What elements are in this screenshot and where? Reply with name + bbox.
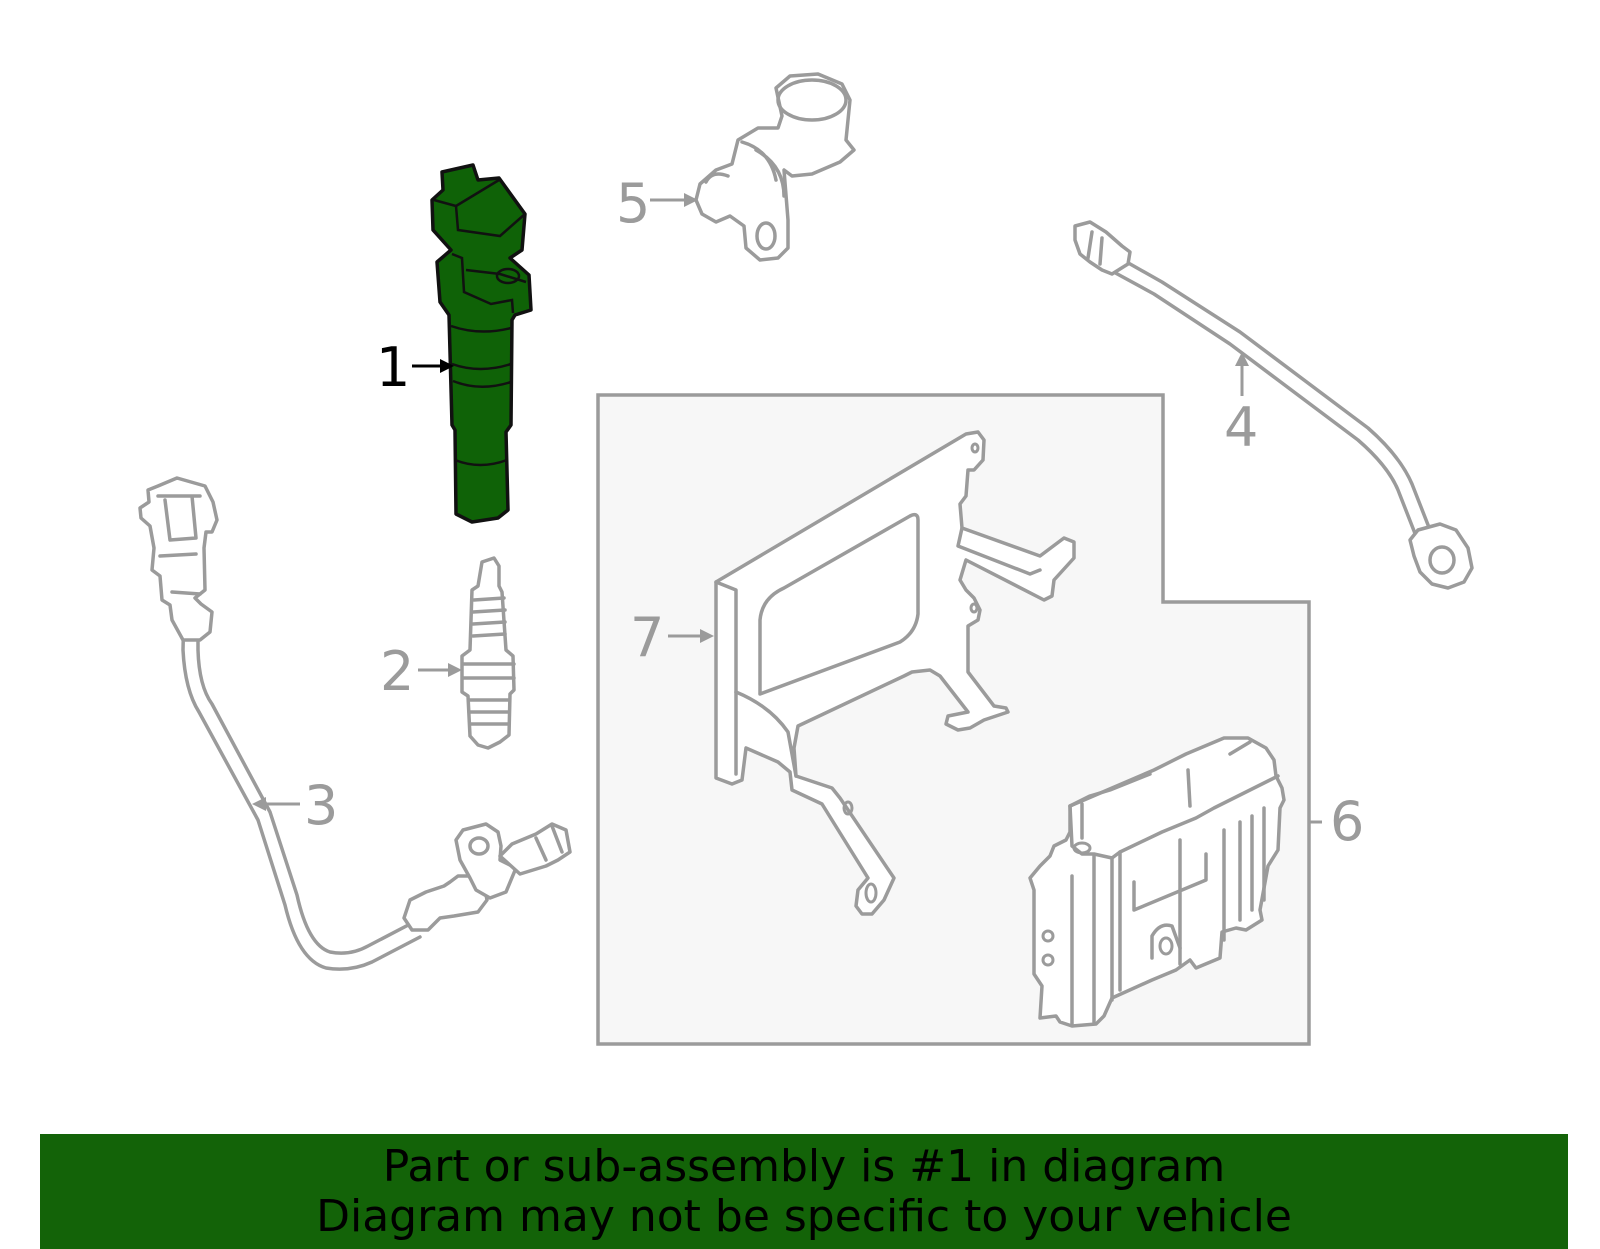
part-3-crank-sensor[interactable] (138, 476, 572, 971)
part-1-ignition-coil[interactable] (430, 163, 533, 524)
banner-line-1: Part or sub-assembly is #1 in diagram (382, 1141, 1226, 1192)
callout-3[interactable]: 3 (304, 774, 338, 837)
callout-1[interactable]: 1 (376, 336, 410, 399)
leader-arrows (252, 193, 1322, 824)
part-7-bracket[interactable] (714, 430, 1076, 916)
callout-5[interactable]: 5 (616, 172, 650, 235)
callout-labels: 1 2 3 4 5 6 7 (304, 172, 1364, 853)
banner-line-2: Diagram may not be specific to your vehi… (316, 1191, 1292, 1242)
part-6-ecu-module[interactable] (1028, 736, 1286, 1028)
info-banner: Part or sub-assembly is #1 in diagram Di… (40, 1134, 1568, 1249)
callout-7[interactable]: 7 (630, 606, 664, 669)
part-2-spark-plug[interactable] (460, 556, 516, 750)
callout-4[interactable]: 4 (1224, 396, 1258, 459)
part-4-knock-sensor[interactable] (1073, 220, 1474, 590)
callout-6[interactable]: 6 (1330, 790, 1364, 853)
callout-2[interactable]: 2 (380, 640, 414, 703)
part-5-cam-sensor[interactable] (694, 72, 856, 262)
